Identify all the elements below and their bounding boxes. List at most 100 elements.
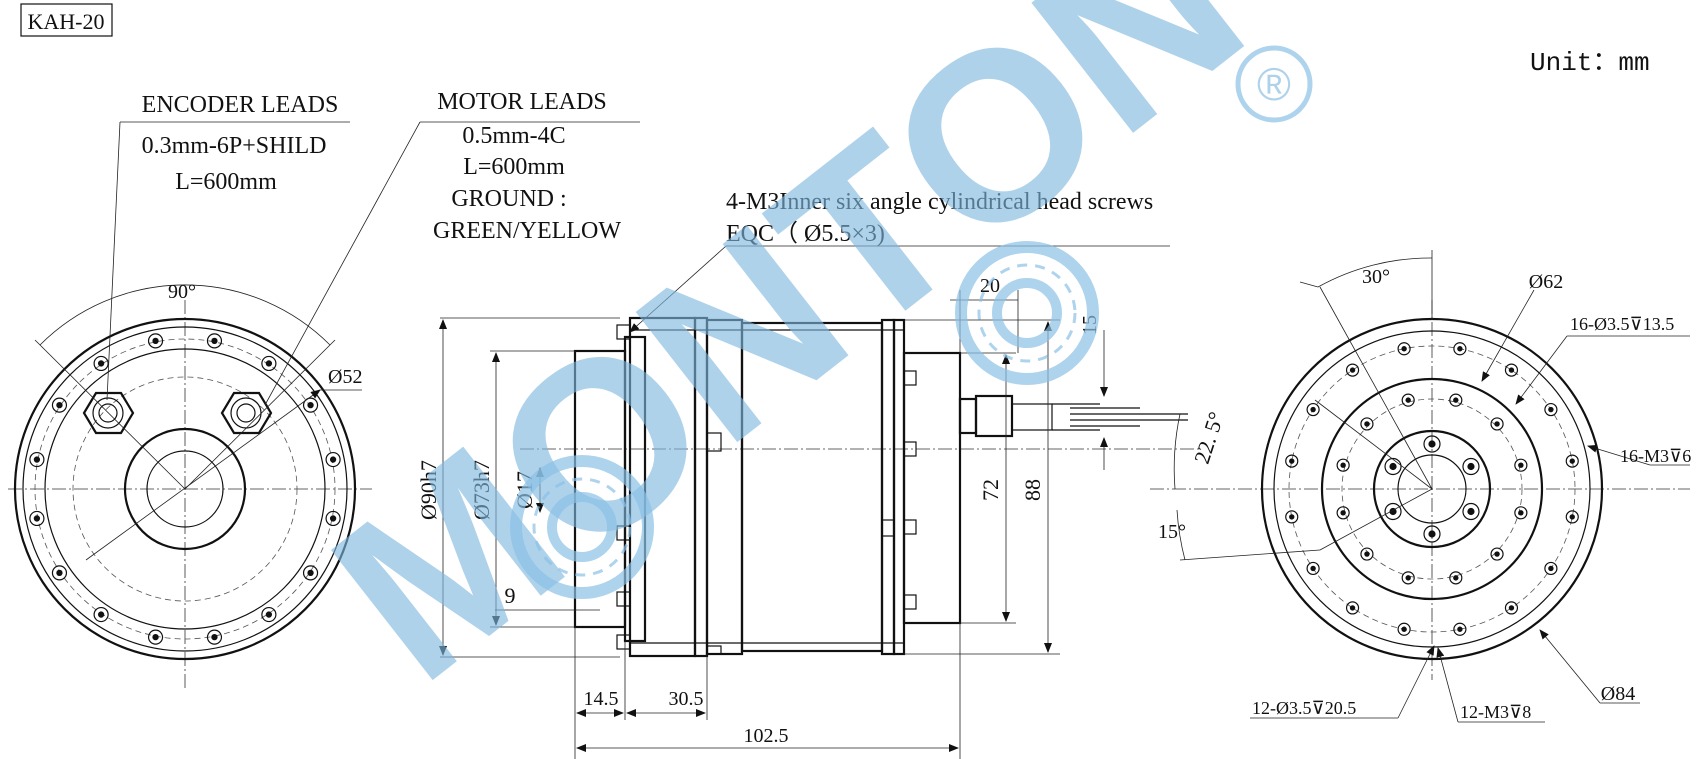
screw-hole bbox=[1462, 457, 1480, 476]
bolt-hole bbox=[1544, 561, 1558, 576]
bolt-hole bbox=[325, 451, 341, 468]
bolt-hole bbox=[1336, 458, 1350, 472]
bolt-hole-center bbox=[1569, 514, 1575, 520]
bolt-hole bbox=[325, 510, 341, 527]
bolt-hole bbox=[1449, 393, 1463, 407]
left-rear-view: 90° Ø52 bbox=[8, 121, 640, 690]
bolt-hole bbox=[29, 451, 45, 468]
bolt-hole bbox=[51, 565, 68, 581]
holes-12-m3-label: 12-M3⊽8 bbox=[1460, 702, 1531, 723]
bolt-hole bbox=[29, 510, 45, 527]
bolt-hole-center bbox=[1518, 510, 1524, 516]
holes-12-3-5-label: 12-Ø3.5⊽20.5 bbox=[1252, 698, 1356, 719]
screw-hole-center bbox=[1467, 462, 1475, 471]
svg-text:EQC（ Ø5.5×3): EQC（ Ø5.5×3) bbox=[726, 221, 885, 247]
bolt-hole-center bbox=[1289, 458, 1295, 464]
svg-text:ENCODER LEADS: ENCODER LEADS bbox=[142, 92, 339, 118]
bolt-hole-center bbox=[1457, 626, 1463, 632]
dim-20: 20 bbox=[980, 275, 1000, 297]
encoder-gland bbox=[82, 391, 135, 435]
bolt-hole bbox=[206, 333, 223, 349]
bolt-hole-center bbox=[307, 569, 314, 577]
bolt-hole-center bbox=[1340, 510, 1346, 516]
dim-d73: Ø73h7 bbox=[469, 460, 494, 520]
bolt-hole bbox=[93, 606, 109, 623]
svg-text:0.3mm-6P+SHILD: 0.3mm-6P+SHILD bbox=[142, 133, 327, 159]
bolt-hole-center bbox=[307, 401, 314, 409]
bolt-hole bbox=[1514, 458, 1528, 472]
svg-text:L=600mm: L=600mm bbox=[463, 154, 565, 180]
bolt-hole-center bbox=[1401, 626, 1407, 632]
bolt-hole bbox=[1401, 571, 1415, 585]
bolt-hole-center bbox=[1401, 346, 1407, 352]
screw-hole-center bbox=[1389, 462, 1397, 471]
encoder-leads-note: ENCODER LEADS 0.3mm-6P+SHILD L=600mm bbox=[142, 92, 339, 195]
diameter-62-label: Ø62 bbox=[1529, 271, 1563, 293]
bolt-hole-center bbox=[1457, 346, 1463, 352]
svg-text:®: ® bbox=[1257, 58, 1291, 110]
bolt-hole-center bbox=[1494, 551, 1500, 557]
diameter-84-label: Ø84 bbox=[1601, 683, 1635, 705]
bolt-hole-center bbox=[265, 360, 273, 367]
bolt-hole-center bbox=[1453, 397, 1459, 403]
screw-hole bbox=[1384, 457, 1402, 476]
bolt-hole bbox=[1360, 547, 1374, 561]
registered-icon: ® bbox=[1235, 45, 1313, 123]
bolt-hole-center bbox=[211, 337, 218, 345]
screw-hole-center bbox=[1428, 440, 1436, 448]
bolt-holes-right bbox=[1285, 342, 1579, 636]
bearing-icon bbox=[955, 241, 1099, 385]
bolt-hole-center bbox=[33, 456, 41, 463]
dim-102-5: 102.5 bbox=[744, 725, 789, 747]
bolt-hole-center bbox=[1548, 406, 1554, 413]
bolt-hole bbox=[1514, 506, 1528, 520]
bolt-hole bbox=[206, 629, 223, 645]
title-box: KAH-20 bbox=[20, 3, 113, 37]
bolt-hole bbox=[1345, 363, 1360, 377]
dim-88: 88 bbox=[1020, 479, 1045, 501]
bolt-hole-center bbox=[1518, 462, 1524, 468]
bolt-hole bbox=[1397, 622, 1411, 636]
bolt-hole-center bbox=[56, 401, 63, 409]
bolt-hole-center bbox=[1569, 458, 1575, 464]
holes-16-3-5-label: 16-Ø3.5⊽13.5 bbox=[1570, 314, 1674, 335]
bolt-hole bbox=[1453, 342, 1467, 356]
bolt-holes-left bbox=[29, 333, 341, 645]
bolt-hole bbox=[1504, 601, 1519, 615]
bolt-hole bbox=[1401, 393, 1415, 407]
holes-16-m3-label: 16-M3⊽6 bbox=[1620, 446, 1691, 467]
bolt-hole-center bbox=[56, 569, 63, 577]
angle-15-label: 15° bbox=[1158, 521, 1186, 543]
model-label: KAH-20 bbox=[28, 9, 105, 34]
dim-72: 72 bbox=[978, 479, 1003, 501]
bolt-hole-center bbox=[1340, 462, 1346, 468]
bolt-hole-center bbox=[1508, 605, 1515, 611]
svg-text:GREEN/YELLOW: GREEN/YELLOW bbox=[433, 218, 621, 244]
bolt-hole bbox=[261, 606, 277, 623]
bolt-hole bbox=[1449, 571, 1463, 585]
bolt-hole-center bbox=[1405, 397, 1411, 403]
screw-hole bbox=[1423, 435, 1441, 453]
motor-gland bbox=[220, 391, 273, 435]
bolt-hole bbox=[1504, 363, 1519, 377]
bolt-hole-center bbox=[97, 611, 105, 618]
bolt-hole-center bbox=[329, 456, 337, 463]
svg-text:GROUND :: GROUND : bbox=[451, 186, 566, 212]
svg-text:0.5mm-4C: 0.5mm-4C bbox=[462, 123, 565, 149]
bolt-hole bbox=[1306, 402, 1320, 417]
screw-hole bbox=[1462, 502, 1480, 521]
angle-22-5-label: 22. 5° bbox=[1189, 409, 1229, 467]
bolt-hole-center bbox=[33, 515, 41, 522]
bolt-hole-center bbox=[329, 515, 337, 522]
bolt-hole-center bbox=[1508, 367, 1515, 373]
svg-text:MOTOR LEADS: MOTOR LEADS bbox=[437, 89, 607, 115]
bolt-hole-center bbox=[1364, 421, 1370, 427]
bolt-hole bbox=[1490, 417, 1504, 431]
bolt-hole-center bbox=[1310, 565, 1316, 572]
diameter-52-label: Ø52 bbox=[328, 366, 362, 388]
dim-9: 9 bbox=[505, 583, 516, 608]
bolt-hole bbox=[1345, 601, 1360, 615]
bolt-hole bbox=[1544, 402, 1558, 417]
bolt-hole-center bbox=[1548, 565, 1554, 572]
